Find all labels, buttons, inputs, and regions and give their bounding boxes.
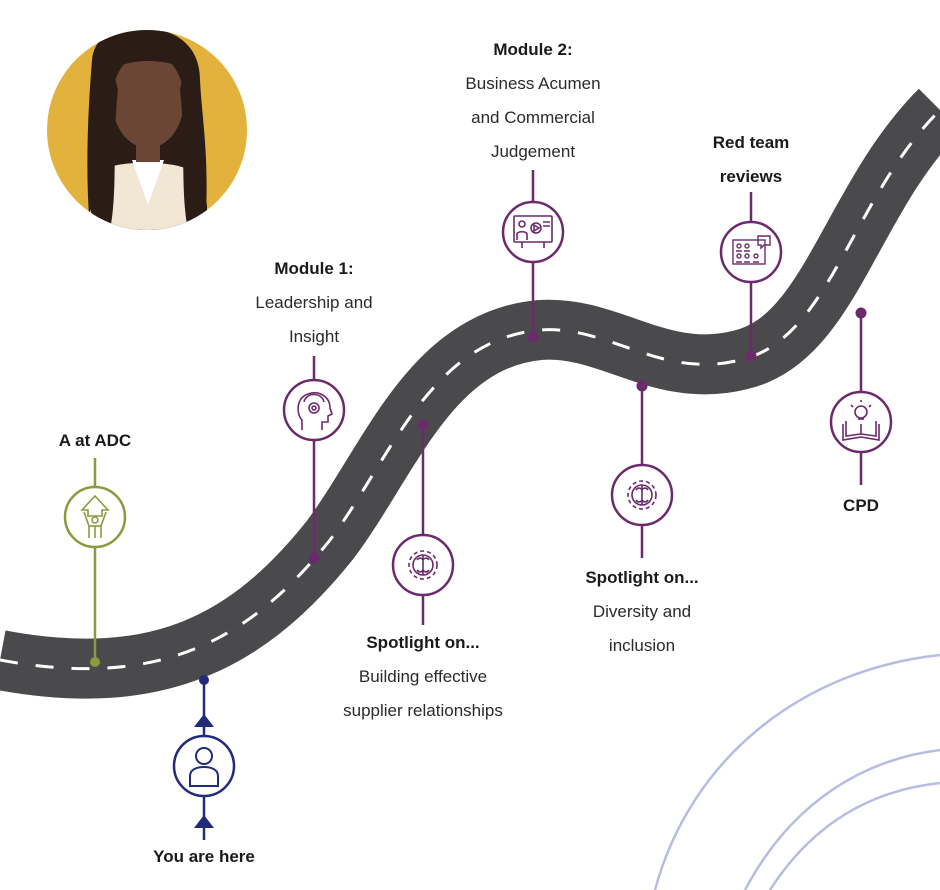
spotlight-diversity-title: Spotlight on... [585,568,699,587]
module-1-title: Module 1: [274,259,354,278]
brain-gear-icon [627,480,657,510]
module-2-line3: Judgement [490,142,576,161]
spotlight-supplier-line1: Building effective [358,667,488,686]
label-red-team: Red team reviews [681,126,821,194]
spotlight-supplier-title: Spotlight on... [366,633,480,652]
book-lightbulb-icon [842,400,880,441]
milestone-spotlight-diversity [610,380,674,558]
module-1-line1: Leadership and [255,293,373,312]
headset-head-icon [297,392,333,430]
milestone-red-team [719,192,783,362]
milestone-a-at-adc [63,458,127,667]
spotlight-diversity-line2: inclusion [608,636,676,655]
red-team-title: Red team [712,133,790,152]
label-module-1: Module 1: Leadership and Insight [224,252,404,354]
milestone-cpd [829,307,893,485]
road [0,88,940,699]
label-cpd: CPD [811,489,911,523]
label-a-at-adc: A at ADC [20,424,170,458]
milestone-spotlight-supplier [391,419,455,625]
module-2-title: Module 2: [493,40,573,59]
spotlight-diversity-line1: Diversity and [592,602,692,621]
module-2-line1: Business Acumen [465,74,601,93]
a-at-adc-title: A at ADC [58,431,132,450]
you-are-here-title: You are here [153,847,255,866]
milestone-you-are-here [172,675,236,840]
label-spotlight-diversity: Spotlight on... Diversity and inclusion [552,561,732,663]
meeting-review-icon [732,235,771,265]
milestone-module-1 [282,356,346,564]
person-icon [189,747,219,787]
cpd-title: CPD [843,496,879,515]
decorative-arcs [653,653,940,890]
module-2-line2: and Commercial [471,108,595,127]
red-team-line2: reviews [719,167,783,186]
avatar [47,30,247,230]
achievement-icon [80,494,110,538]
label-you-are-here: You are here [124,840,284,874]
video-presentation-icon [513,215,553,248]
module-1-line2: Insight [288,327,340,346]
label-module-2: Module 2: Business Acumen and Commercial… [433,33,633,169]
spotlight-supplier-line2: supplier relationships [343,701,503,720]
milestone-module-2 [501,170,565,343]
brain-gear-icon [408,550,438,580]
label-spotlight-supplier: Spotlight on... Building effective suppl… [318,626,528,728]
